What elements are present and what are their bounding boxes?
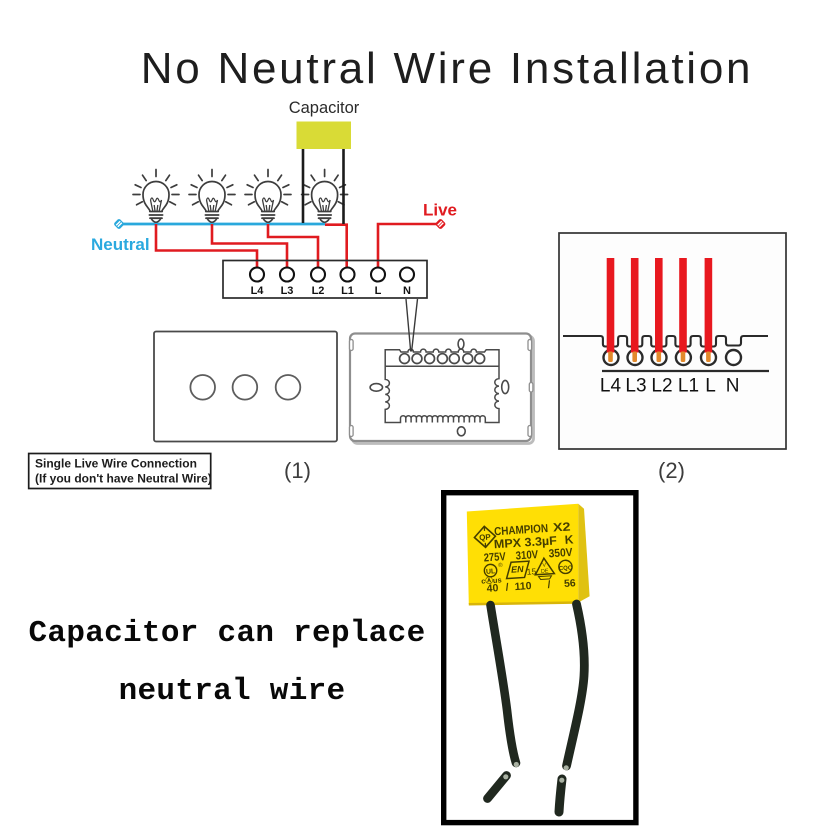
svg-text:110: 110 — [514, 580, 532, 593]
svg-text:L4: L4 — [600, 376, 622, 397]
svg-text:L2: L2 — [651, 376, 672, 397]
svg-text:CHAMPION: CHAMPION — [494, 523, 549, 538]
svg-text:DE: DE — [541, 568, 549, 574]
svg-text:Live: Live — [423, 201, 457, 220]
svg-text:/: / — [547, 579, 551, 591]
svg-text:L: L — [705, 376, 716, 397]
svg-text:K: K — [564, 532, 574, 547]
svg-text:L4: L4 — [251, 285, 265, 297]
svg-text:L3: L3 — [625, 376, 646, 397]
svg-text:310V: 310V — [515, 549, 538, 562]
svg-text:V: V — [542, 563, 546, 569]
svg-text:275V: 275V — [483, 551, 506, 564]
svg-text:Capacitor can replace: Capacitor can replace — [29, 616, 426, 651]
svg-text:No Neutral Wire Installation: No Neutral Wire Installation — [141, 44, 754, 93]
svg-text:UL: UL — [486, 568, 496, 576]
svg-text:neutral wire: neutral wire — [119, 674, 346, 709]
svg-text:EN: EN — [511, 564, 525, 575]
svg-text:L2: L2 — [312, 285, 325, 297]
svg-text:Single Live Wire Connection: Single Live Wire Connection — [35, 457, 197, 471]
svg-text:40: 40 — [486, 582, 499, 595]
svg-text:(2): (2) — [658, 458, 685, 483]
svg-text:QP: QP — [479, 532, 492, 542]
svg-text:15: 15 — [526, 566, 536, 577]
svg-text:®: ® — [498, 562, 503, 569]
svg-text:Neutral: Neutral — [91, 235, 150, 254]
svg-text:L1: L1 — [678, 376, 699, 397]
svg-text:N: N — [403, 285, 411, 297]
svg-text:Capacitor: Capacitor — [289, 99, 360, 117]
svg-text:56: 56 — [564, 577, 577, 590]
svg-text:L3: L3 — [281, 285, 294, 297]
svg-text:N: N — [726, 376, 740, 397]
svg-text:(1): (1) — [284, 458, 311, 483]
svg-text:X2: X2 — [553, 519, 572, 534]
svg-text:CQC: CQC — [559, 565, 573, 572]
svg-text:(If you don't have Neutral Wir: (If you don't have Neutral Wire) — [35, 472, 212, 486]
svg-text:/: / — [505, 581, 509, 593]
svg-text:L1: L1 — [341, 285, 354, 297]
svg-text:350V: 350V — [548, 547, 573, 561]
svg-text:L: L — [375, 285, 382, 297]
svg-text:cⒶus: cⒶus — [481, 574, 502, 585]
svg-text:MPX 3.3µF: MPX 3.3µF — [493, 533, 557, 551]
